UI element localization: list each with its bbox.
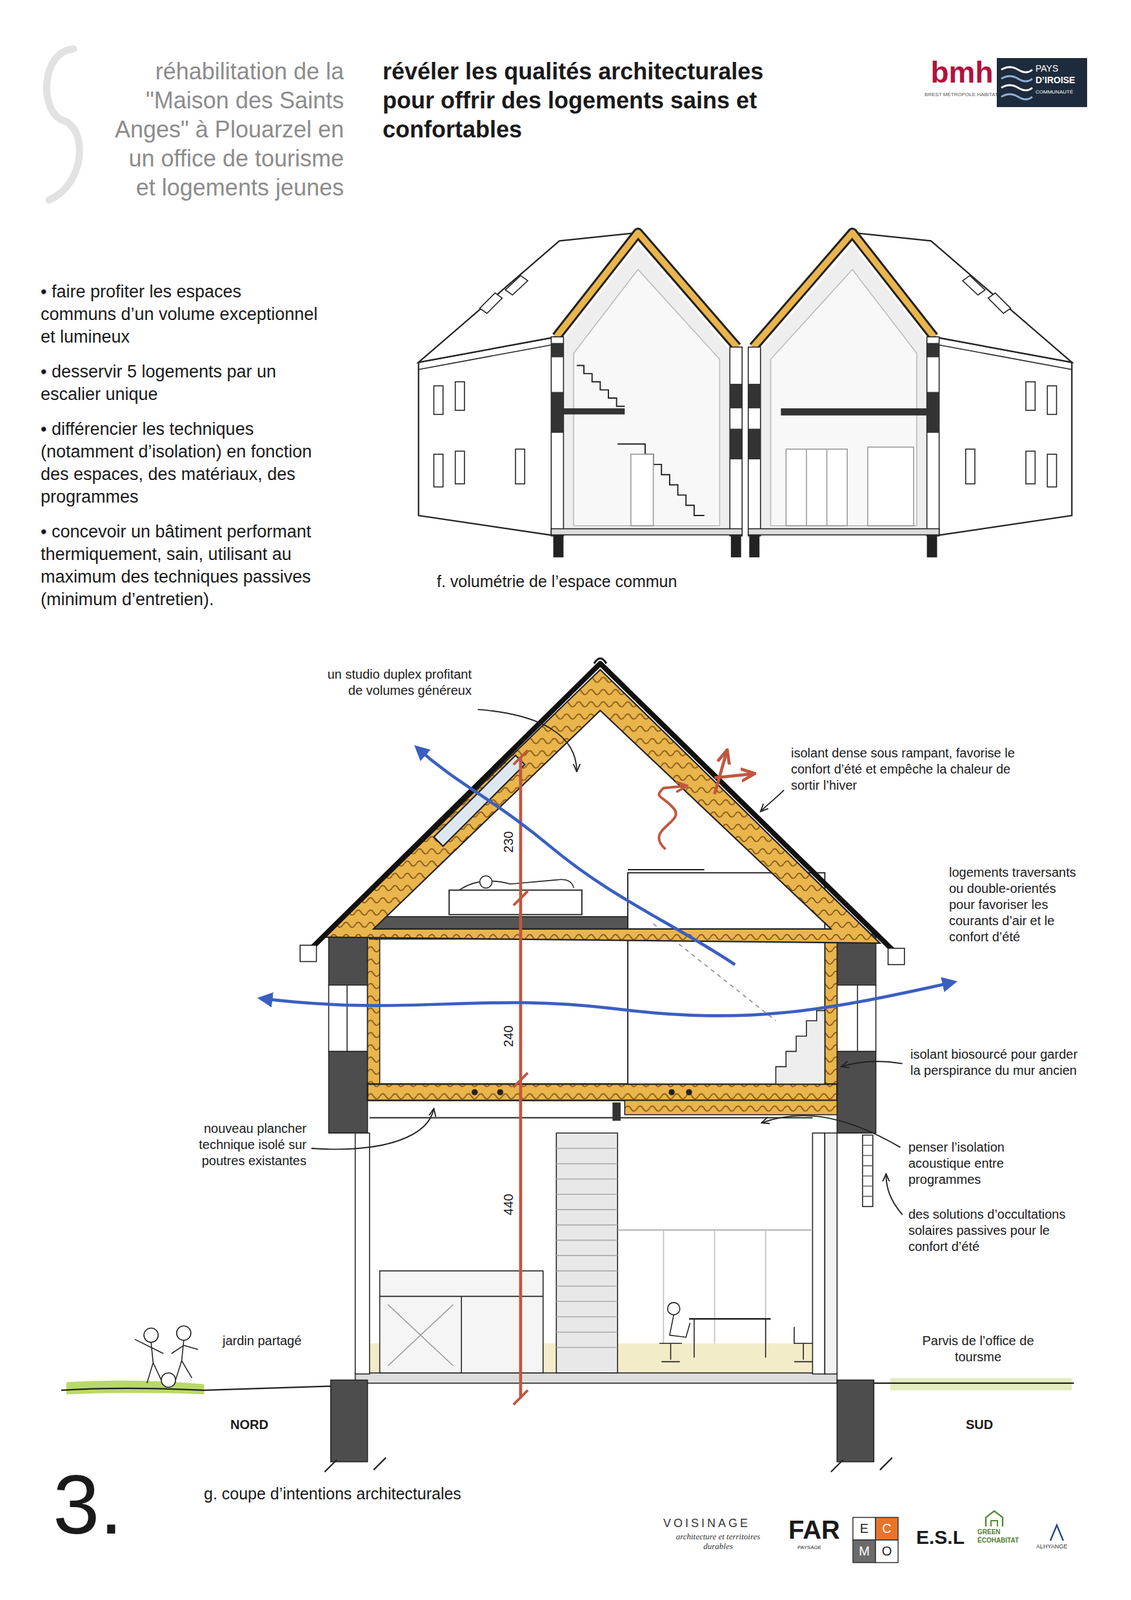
logo-text: PAYSAGE <box>797 1544 822 1552</box>
logo-letter: O <box>875 1540 899 1563</box>
annotation: jardin partagé <box>222 1332 302 1350</box>
heat-arrow <box>658 750 753 850</box>
bullet-item: • différencier les techniques (notamment… <box>40 418 319 509</box>
dimension: 240 <box>501 1023 516 1049</box>
heading: révéler les qualités architecturales pou… <box>382 56 777 144</box>
logo-letter: M <box>852 1540 876 1563</box>
dimension-line <box>513 750 528 1405</box>
logo-iroise <box>996 58 1088 108</box>
logo-text: E.S.L <box>916 1526 965 1549</box>
figure-caption: f. volumétrie de l’espace commun <box>436 571 677 591</box>
annotation: Parvis de l’office de toursme <box>903 1332 1053 1366</box>
logo-text: bmh <box>926 55 998 90</box>
logo-text: PAYS <box>1035 63 1085 75</box>
logo-text: VOISINAGE <box>663 1516 751 1531</box>
orientation: NORD <box>230 1416 269 1433</box>
annotation: un studio duplex profitant de volumes gé… <box>320 666 472 699</box>
logo-letter: E <box>852 1517 876 1541</box>
annotation: logements traversants ou double-orientés… <box>949 864 1082 946</box>
orientation: SUD <box>965 1416 993 1433</box>
dimension: 230 <box>501 829 516 855</box>
logo-text: ALHYANGE <box>1036 1543 1068 1551</box>
annotation: des solutions d’occultations solaires pa… <box>908 1206 1083 1255</box>
logo-text: GREEN <box>977 1528 1001 1537</box>
logo-letter: C <box>875 1517 899 1541</box>
bullet-item: • concevoir un bâtiment performant therm… <box>40 520 319 611</box>
logo-text: architecture et territoires durables <box>663 1531 773 1552</box>
logo-alhyange <box>1050 1525 1064 1541</box>
bullet-item: • desservir 5 logements par un escalier … <box>40 360 319 406</box>
watermark <box>46 49 80 201</box>
logo-ecmo <box>852 1517 899 1563</box>
open-space <box>780 408 929 526</box>
annotation: isolant biosourcé pour garder la perspir… <box>910 1046 1085 1079</box>
logo-text: ÉCOHABITAT <box>977 1536 1019 1545</box>
figure-caption: g. coupe d’intentions architecturales <box>203 1483 462 1504</box>
logo-text: D’IROISE <box>1035 74 1085 86</box>
annotation: isolant dense sous rampant, favorise le … <box>790 745 1033 794</box>
house-shell <box>418 232 743 558</box>
logo-text: BREST MÉTROPOLE HABITAT <box>916 91 1007 99</box>
logo-green <box>985 1511 1003 1527</box>
logo-text: COMMUNAUTÉ <box>1035 89 1085 96</box>
staircase <box>563 365 704 526</box>
annotation: penser l’isolation acoustique entre prog… <box>908 1139 1064 1188</box>
logo-text: FAR <box>788 1516 841 1544</box>
bullet-item: • faire profiter les espaces communs d’u… <box>40 280 319 349</box>
annotation: nouveau plancher technique isolé sur pou… <box>174 1120 307 1170</box>
project-title: réhabilitation de la "Maison des Saints … <box>105 56 344 202</box>
page-number: 3. <box>52 1459 123 1550</box>
dimension: 440 <box>501 1191 516 1217</box>
